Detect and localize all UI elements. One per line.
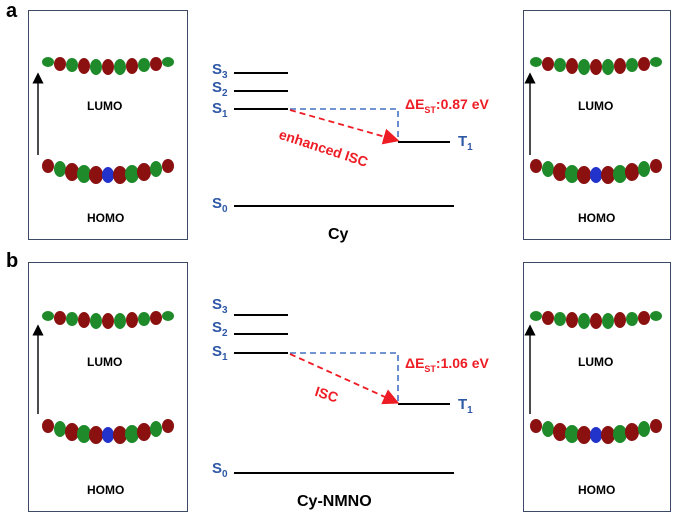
lumo-label: LUMO [578,355,614,369]
t1-label: T1 [458,133,473,153]
s0-level [234,472,454,474]
orbital-box-right-b: LUMO HOMO [523,262,671,512]
lumo-orbital-right-b [530,311,662,329]
s3-label: S3 [212,61,228,81]
lumo-label: LUMO [87,355,123,369]
isc-arrow-a [289,109,400,145]
lumo-orbital-left-a [42,57,174,75]
homo-label: HOMO [578,211,616,225]
lumo-label: LUMO [87,99,123,113]
s2-level [234,90,288,92]
t1-level [398,141,450,143]
lumo-orbital-right-a [530,57,662,75]
homo-orbital-left-b [42,419,174,444]
homo-orbital-right-a [530,159,662,184]
isc-arrow-b [289,353,400,405]
s0-label: S0 [212,195,228,215]
s1-level [234,352,288,354]
s1-label: S1 [212,343,228,363]
homo-label: HOMO [87,211,125,225]
homo-orbital-right-b [530,419,662,444]
s1-label: S1 [212,100,228,120]
s2-label: S2 [212,319,228,339]
s2-label: S2 [212,79,228,99]
t1-label: T1 [458,396,473,416]
s3-level [234,314,288,316]
molecule-name: Cy-NMNO [297,493,372,510]
panel-letter-a: a [6,0,18,22]
s2-level [234,333,288,335]
s3-level [234,72,288,74]
delta-est-label: ΔEST:0.87 eV [405,96,489,115]
homo-label: HOMO [87,483,125,497]
homo-label: HOMO [578,483,616,497]
homo-orbital-left-a [42,159,174,184]
lumo-orbital-left-b [42,311,174,329]
s0-level [234,205,454,207]
s3-label: S3 [212,296,228,316]
lumo-label: LUMO [578,99,614,113]
delta-est-label: ΔEST:1.06 eV [405,355,489,374]
molecule-name: Cy [328,226,349,243]
panel-letter-b: b [6,250,19,272]
s0-label: S0 [212,460,228,480]
delta-est-bracket-a [290,108,399,140]
orbital-box-left-b: LUMO HOMO [28,262,188,512]
delta-est-bracket-b [290,352,399,402]
orbital-box-left-a: LUMO HOMO [28,10,188,240]
t1-level [398,403,450,405]
orbital-box-right-a: LUMO HOMO [523,10,671,240]
s1-level [234,108,288,110]
